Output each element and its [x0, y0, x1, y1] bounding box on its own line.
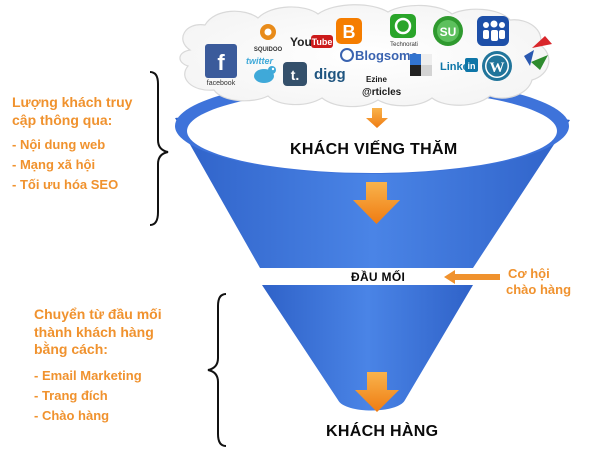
blogsome-icon: Blogsome — [340, 48, 418, 63]
stage-customers-label: KHÁCH HÀNG — [326, 423, 439, 440]
svg-text:SU: SU — [440, 25, 457, 39]
svg-text:t.: t. — [291, 67, 300, 83]
lower-funnel — [262, 285, 473, 411]
svg-text:Technorati: Technorati — [390, 42, 418, 48]
conversion-heading-line1: Chuyển từ đầu mối — [34, 306, 162, 322]
facebook-icon: f facebook — [205, 44, 237, 87]
stumbleupon-icon: SU — [433, 16, 463, 46]
stage-visitors-label: KHÁCH VIẾNG THĂM — [290, 141, 458, 158]
delicious-icon — [410, 54, 432, 76]
svg-text:B: B — [343, 22, 356, 42]
list-item: - Chào hàng — [34, 408, 110, 423]
youtube-icon: You Tube — [290, 35, 333, 49]
traffic-heading-line2: cập thông qua: — [12, 111, 113, 128]
list-item: - Mạng xã hội — [12, 157, 96, 172]
opportunity-line2: chào hàng — [506, 282, 572, 298]
svg-text:facebook: facebook — [207, 80, 236, 87]
conversion-heading: Chuyển từ đầu mối thành khách hàng bằng … — [34, 306, 162, 359]
svg-text:@rticles: @rticles — [362, 87, 402, 98]
tumblr-icon: t. — [283, 62, 307, 86]
twitter-icon: twitter — [246, 56, 276, 83]
svg-text:SQUIDOO: SQUIDOO — [254, 47, 283, 53]
svg-text:Blogsome: Blogsome — [355, 48, 418, 63]
share-arrows-icon — [524, 36, 552, 70]
list-item: - Email Marketing — [34, 368, 142, 383]
list-item: - Nội dung web — [12, 137, 106, 152]
svg-text:Ezine: Ezine — [366, 75, 387, 84]
conversion-heading-line2: thành khách hàng — [34, 323, 154, 340]
traffic-heading-line1: Lượng khách truy — [12, 94, 133, 110]
linkedin-icon: Linked in — [440, 58, 478, 73]
small-down-arrow — [366, 108, 388, 128]
list-item: - Trang đích — [34, 388, 108, 403]
blogger-icon: B — [336, 18, 362, 44]
svg-text:in: in — [468, 61, 476, 71]
opportunity-arrow — [444, 270, 500, 284]
bracket-top — [149, 71, 169, 226]
down-arrow-customers — [355, 372, 399, 412]
digg-icon: digg — [314, 66, 346, 83]
squidoo-icon: SQUIDOO — [254, 24, 283, 53]
opportunity-label: Cơ hội chào hàng — [506, 266, 571, 299]
svg-text:twitter: twitter — [246, 56, 273, 66]
technorati-icon: Technorati — [390, 14, 418, 48]
myspace-icon — [477, 16, 509, 46]
svg-text:Tube: Tube — [312, 37, 333, 47]
down-arrow-visitors — [353, 182, 400, 224]
upper-funnel — [175, 78, 570, 268]
svg-text:digg: digg — [314, 66, 346, 83]
bracket-bottom — [207, 293, 227, 447]
svg-text:W: W — [490, 60, 505, 76]
opportunity-line1: Cơ hội — [508, 266, 550, 281]
wordpress-icon: W — [482, 51, 512, 81]
ezinearticles-icon: Ezine @rticles — [362, 75, 402, 98]
traffic-heading: Lượng khách truy cập thông qua: — [12, 94, 132, 129]
traffic-sources-list: - Nội dung web - Mạng xã hội - Tối ưu hó… — [12, 137, 118, 192]
svg-text:f: f — [217, 50, 225, 75]
svg-text:You: You — [290, 35, 312, 49]
conversion-methods-list: - Email Marketing - Trang đích - Chào hà… — [34, 368, 142, 423]
conversion-heading-line3: bằng cách: — [34, 341, 108, 357]
stage-leads-label: ĐẦU MỐI — [351, 270, 406, 284]
list-item: - Tối ưu hóa SEO — [12, 177, 119, 192]
